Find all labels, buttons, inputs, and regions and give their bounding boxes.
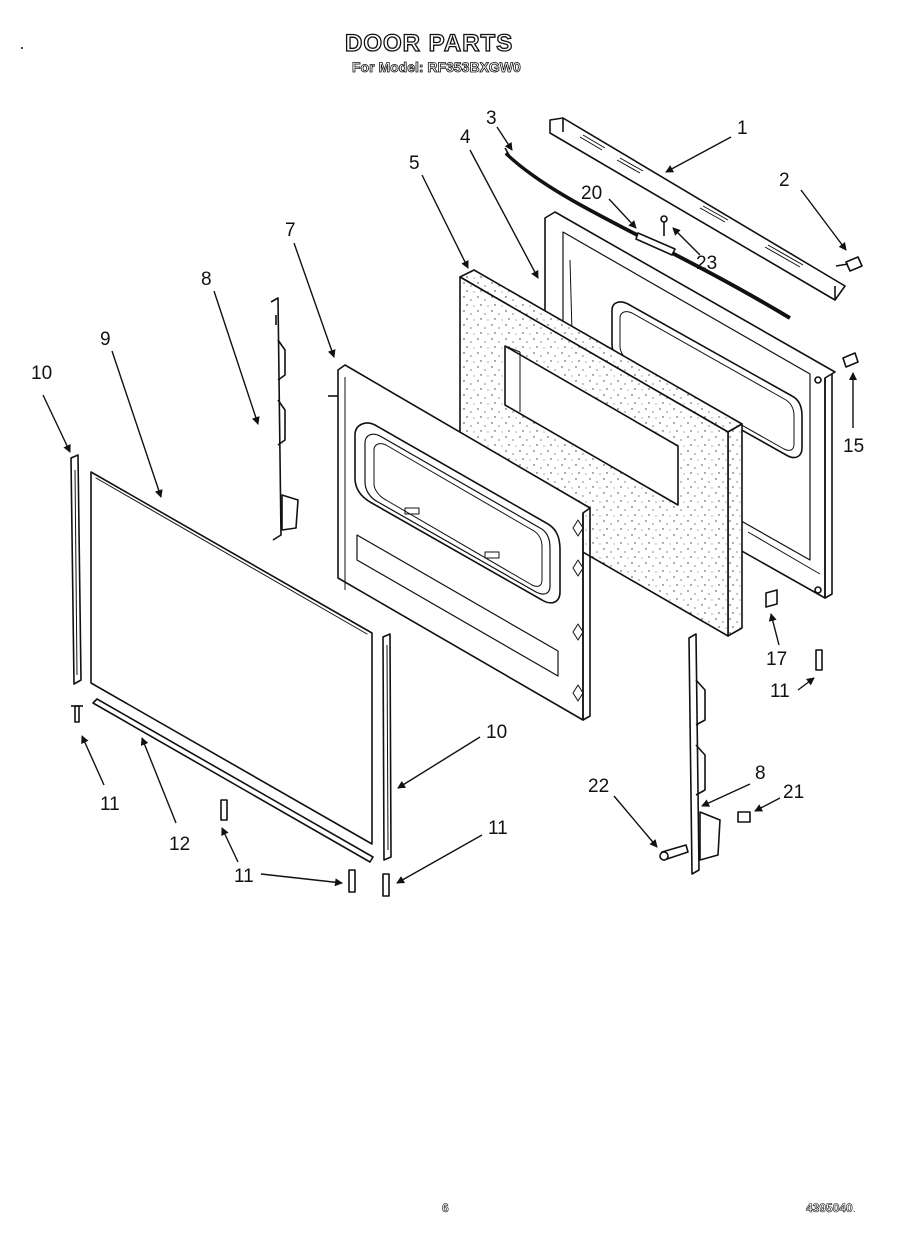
leader-12	[140, 737, 177, 824]
part-11-screw-d	[382, 873, 390, 897]
leader-17	[768, 613, 780, 646]
callout-11-a: 11	[100, 794, 120, 815]
leader-7	[293, 242, 336, 358]
leader-lines	[42, 126, 857, 887]
part-10-left-glass-channel	[70, 454, 82, 685]
leader-8b	[701, 783, 751, 807]
leader-10b	[397, 736, 481, 789]
document-id-number: 4395040	[806, 1201, 853, 1216]
leader-3	[496, 126, 513, 151]
callout-10-left: 10	[31, 363, 52, 384]
page-number: 6	[442, 1201, 449, 1216]
part-22-screw	[659, 844, 689, 861]
part-8-left-side-channel	[270, 297, 299, 541]
part-10-right-glass-channel	[382, 633, 392, 861]
part-1-vent-trim	[549, 117, 846, 301]
document-id: 4395040.	[806, 1201, 856, 1216]
part-8-right-side-channel	[688, 633, 721, 875]
part-2-screw	[835, 256, 863, 272]
leader-4	[469, 149, 539, 279]
part-11-screw-a	[71, 705, 83, 723]
leader-20	[608, 198, 637, 229]
callout-15: 15	[843, 436, 864, 457]
part-21-clip	[737, 811, 751, 823]
part-17-clip	[765, 589, 778, 608]
callout-7: 7	[285, 220, 296, 241]
callout-8-right: 8	[755, 763, 766, 784]
part-9-outer-glass	[90, 471, 373, 845]
leader-11b	[221, 827, 239, 863]
callout-11-c: 11	[488, 818, 508, 839]
callout-2: 2	[779, 170, 790, 191]
leader-23	[672, 227, 701, 256]
callout-11-d: 11	[770, 681, 790, 702]
callout-1: 1	[737, 118, 748, 139]
leader-21	[754, 797, 781, 812]
callout-4: 4	[460, 127, 471, 148]
page-title: DOOR PARTS	[344, 29, 514, 57]
leader-5	[421, 174, 469, 269]
callout-5: 5	[409, 153, 420, 174]
callout-11-b: 11	[234, 866, 254, 887]
callout-17: 17	[766, 649, 787, 670]
part-11-screw-c	[348, 869, 356, 893]
part-11-screw-b	[220, 799, 228, 821]
callout-8-left: 8	[201, 269, 212, 290]
leader-1	[665, 136, 732, 173]
leader-9	[111, 350, 163, 498]
leader-8a	[213, 290, 260, 425]
callout-23: 23	[696, 253, 717, 274]
callout-9: 9	[100, 329, 111, 350]
scan-speck	[21, 47, 23, 49]
leader-2	[800, 189, 847, 251]
callout-3: 3	[486, 108, 497, 129]
part-20-bracket	[635, 232, 676, 256]
part-12-bottom-trim	[92, 698, 374, 863]
leader-10a	[42, 394, 71, 453]
part-5-insulation	[459, 269, 743, 637]
leader-11e	[797, 677, 815, 691]
document-id-suffix: .	[852, 1204, 856, 1215]
part-7-door-panel	[328, 364, 591, 721]
leader-22	[613, 795, 658, 848]
leader-11c	[260, 873, 343, 887]
callout-21: 21	[783, 782, 804, 803]
callout-12: 12	[169, 834, 190, 855]
callout-10-right: 10	[486, 722, 507, 743]
part-15-screw	[842, 352, 859, 368]
leader-11a	[81, 735, 105, 786]
callout-20: 20	[581, 183, 602, 204]
callout-22: 22	[588, 776, 609, 797]
part-23-screw	[660, 215, 668, 236]
model-subtitle: For Model: RF353BXGW0	[352, 59, 522, 76]
part-11-screw-e	[815, 649, 823, 671]
leader-11d	[396, 834, 483, 884]
